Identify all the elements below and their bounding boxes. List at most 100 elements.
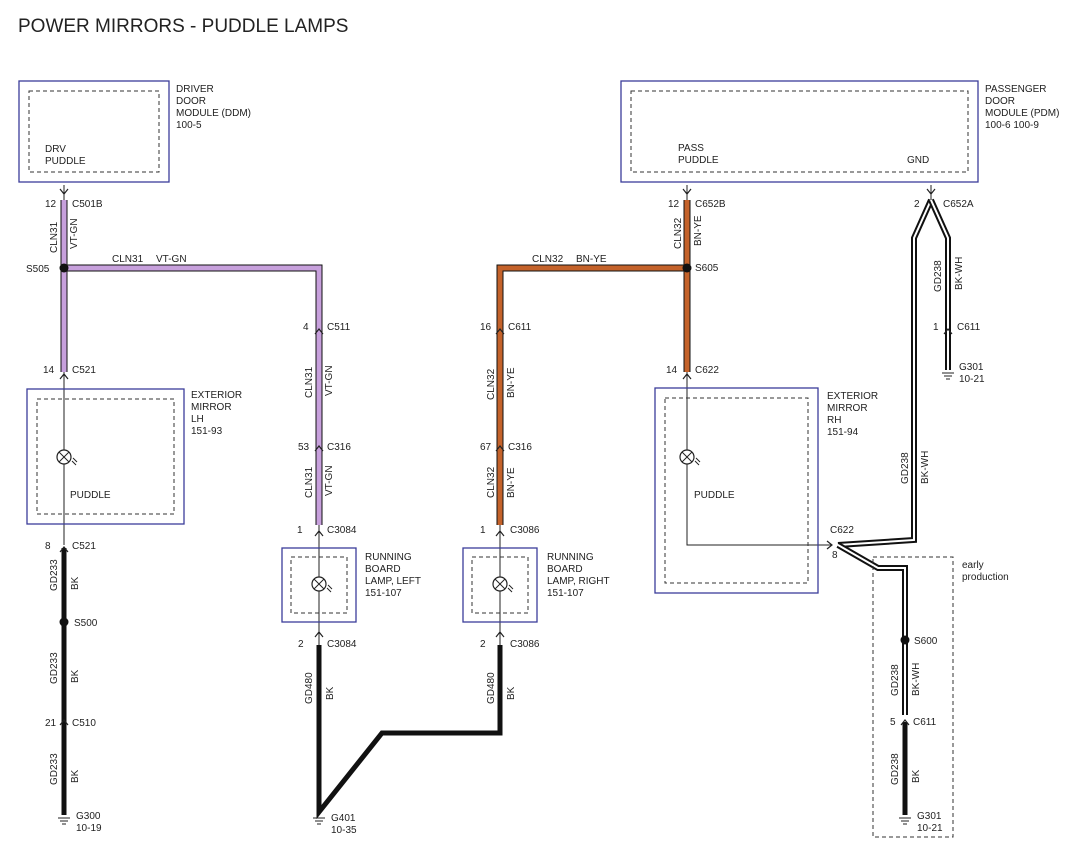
svg-text:C510: C510 xyxy=(72,718,96,729)
splice-s605-icon xyxy=(682,263,692,273)
svg-text:C3084: C3084 xyxy=(327,525,357,536)
svg-text:BK: BK xyxy=(70,769,81,783)
svg-text:1: 1 xyxy=(480,525,486,536)
svg-text:12: 12 xyxy=(668,199,680,210)
svg-text:LAMP, LEFT: LAMP, LEFT xyxy=(365,576,421,587)
svg-text:GND: GND xyxy=(907,155,929,166)
svg-text:GD480: GD480 xyxy=(486,672,497,704)
svg-text:8: 8 xyxy=(832,550,838,561)
svg-text:G300: G300 xyxy=(76,811,101,822)
svg-text:C611: C611 xyxy=(957,322,981,333)
circuit-labels-horizontal: CLN31 VT-GN CLN32 BN-YE xyxy=(112,254,607,265)
svg-text:PUDDLE: PUDDLE xyxy=(70,490,111,501)
svg-text:BOARD: BOARD xyxy=(547,564,583,575)
svg-text:VT-GN: VT-GN xyxy=(324,365,335,396)
ground-g301-top-icon xyxy=(941,372,955,380)
svg-text:BOARD: BOARD xyxy=(365,564,401,575)
svg-text:151-93: 151-93 xyxy=(191,426,223,437)
svg-text:100-5: 100-5 xyxy=(176,120,202,131)
svg-text:PUDDLE: PUDDLE xyxy=(45,156,86,167)
svg-text:MODULE (DDM): MODULE (DDM) xyxy=(176,108,251,119)
splice-labels: S505 S500 S605 S600 xyxy=(26,263,938,647)
svg-text:BN-YE: BN-YE xyxy=(506,367,517,398)
svg-text:151-94: 151-94 xyxy=(827,427,859,438)
running-board-lamp-left-icon xyxy=(311,576,333,593)
svg-text:2: 2 xyxy=(480,639,486,650)
svg-text:PASSENGER: PASSENGER xyxy=(985,84,1047,95)
svg-text:10-35: 10-35 xyxy=(331,825,357,836)
svg-text:S605: S605 xyxy=(695,263,719,274)
svg-text:BK: BK xyxy=(70,669,81,683)
svg-text:CLN31: CLN31 xyxy=(49,221,60,253)
pin-labels: 12 C501B 14 C521 8 C521 21 C510 4 C511 5… xyxy=(43,199,981,729)
svg-text:VT-GN: VT-GN xyxy=(69,218,80,249)
svg-text:CLN32: CLN32 xyxy=(486,368,497,400)
early-production-box: early production xyxy=(872,556,1009,838)
svg-text:C316: C316 xyxy=(327,442,351,453)
svg-text:S505: S505 xyxy=(26,264,50,275)
svg-text:GD480: GD480 xyxy=(304,672,315,704)
svg-text:100-6 100-9: 100-6 100-9 xyxy=(985,120,1039,131)
svg-text:CLN32: CLN32 xyxy=(532,254,564,265)
svg-text:BN-YE: BN-YE xyxy=(693,215,704,246)
svg-text:DOOR: DOOR xyxy=(985,96,1015,107)
svg-text:EXTERIOR: EXTERIOR xyxy=(827,391,878,402)
svg-text:VT-GN: VT-GN xyxy=(156,254,187,265)
svg-text:MODULE (PDM): MODULE (PDM) xyxy=(985,108,1059,119)
svg-text:CLN31: CLN31 xyxy=(304,466,315,498)
svg-text:RUNNING: RUNNING xyxy=(547,552,594,563)
svg-text:production: production xyxy=(962,572,1009,583)
svg-text:BK: BK xyxy=(911,769,922,783)
svg-text:C611: C611 xyxy=(508,322,532,333)
svg-text:DRV: DRV xyxy=(45,144,66,155)
puddle-lamp-lh-icon xyxy=(56,449,78,466)
svg-text:GD233: GD233 xyxy=(49,652,60,684)
svg-text:S600: S600 xyxy=(914,636,938,647)
svg-text:C622: C622 xyxy=(830,525,854,536)
wire-gd480-bk xyxy=(316,645,503,820)
splice-s500-icon xyxy=(59,617,69,627)
svg-text:16: 16 xyxy=(480,322,492,333)
svg-text:C511: C511 xyxy=(327,322,351,333)
svg-text:C521: C521 xyxy=(72,541,96,552)
running-board-lamp-left: RUNNING BOARD LAMP, LEFT 151-107 xyxy=(281,547,421,623)
ground-g300-icon xyxy=(57,817,71,825)
svg-text:S500: S500 xyxy=(74,618,98,629)
svg-text:C622: C622 xyxy=(695,365,719,376)
exterior-mirror-lh: PUDDLE EXTERIOR MIRROR LH 151-93 xyxy=(26,388,242,525)
splice-s505-icon xyxy=(59,263,69,273)
svg-text:5: 5 xyxy=(890,717,896,728)
svg-text:GD238: GD238 xyxy=(933,260,944,292)
svg-text:2: 2 xyxy=(914,199,920,210)
svg-text:BK: BK xyxy=(506,686,517,700)
running-board-lamp-right: RUNNING BOARD LAMP, RIGHT 151-107 xyxy=(462,547,610,623)
svg-text:14: 14 xyxy=(666,365,678,376)
svg-text:early: early xyxy=(962,560,984,571)
wire-cln32-bn-ye xyxy=(496,200,691,525)
svg-text:GD238: GD238 xyxy=(890,753,901,785)
passenger-door-module: PASS PUDDLE GND PASSENGER DOOR MODULE (P… xyxy=(620,80,1059,183)
svg-text:C611: C611 xyxy=(913,717,937,728)
svg-text:BK-WH: BK-WH xyxy=(911,663,922,696)
svg-text:RH: RH xyxy=(827,415,841,426)
svg-text:G301: G301 xyxy=(917,811,942,822)
svg-text:PUDDLE: PUDDLE xyxy=(678,155,719,166)
svg-text:10-21: 10-21 xyxy=(959,374,985,385)
svg-text:8: 8 xyxy=(45,541,51,552)
svg-text:LAMP, RIGHT: LAMP, RIGHT xyxy=(547,576,610,587)
svg-text:CLN31: CLN31 xyxy=(112,254,144,265)
svg-text:1: 1 xyxy=(297,525,303,536)
svg-text:BK-WH: BK-WH xyxy=(920,451,931,484)
ground-g301-bot-icon xyxy=(898,817,912,825)
svg-text:G401: G401 xyxy=(331,813,356,824)
svg-text:GD233: GD233 xyxy=(49,753,60,785)
svg-text:CLN32: CLN32 xyxy=(486,466,497,498)
svg-text:CLN32: CLN32 xyxy=(673,217,684,249)
svg-text:MIRROR: MIRROR xyxy=(191,402,232,413)
svg-text:PUDDLE: PUDDLE xyxy=(694,490,735,501)
svg-text:CLN31: CLN31 xyxy=(304,366,315,398)
ground-g401-icon xyxy=(312,817,326,825)
svg-text:MIRROR: MIRROR xyxy=(827,403,868,414)
svg-text:BN-YE: BN-YE xyxy=(576,254,607,265)
